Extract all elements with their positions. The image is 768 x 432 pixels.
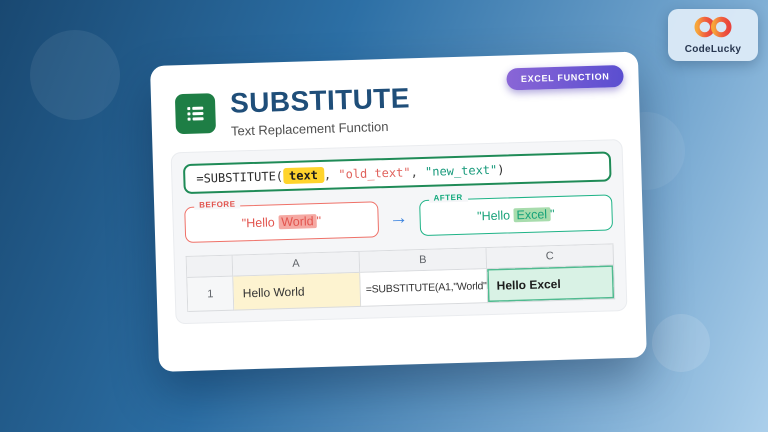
infinity-icon [692,16,734,42]
formula-arg-old-text: "old_text" [338,165,411,182]
formula-box: =SUBSTITUTE(text, "old_text", "new_text"… [182,151,612,195]
before-box: BEFORE "Hello World" [184,200,379,244]
list-icon [174,93,217,135]
function-card: EXCEL FUNCTION SUBSTITUTE Text Replaceme… [150,51,647,372]
card-header: SUBSTITUTE Text Replacement Function [174,76,616,140]
before-text-prefix: "Hello [241,215,279,231]
cell-c1: Hello Excel [487,265,616,304]
formula-separator: , [323,167,339,182]
before-text: "Hello World" [242,214,322,230]
decorative-circle [30,30,120,120]
after-label: AFTER [428,193,468,203]
cell-a1: Hello World [233,272,362,311]
corner-cell [186,255,234,278]
title-block: SUBSTITUTE Text Replacement Function [230,82,411,138]
formula-arg-text: text [282,166,325,185]
after-text-suffix: " [549,207,555,222]
before-text-suffix: " [316,213,322,229]
brand-card: CodeLucky [668,9,758,61]
after-text: "Hello Excel" [477,207,555,223]
page-title: SUBSTITUTE [229,82,411,119]
spreadsheet-table: A B C 1 Hello World =SUBSTITUTE(A1,"Worl… [185,243,616,313]
before-after-row: BEFORE "Hello World" → AFTER "Hello Exce… [184,193,614,244]
cell-b1: =SUBSTITUTE(A1,"World"," [360,269,489,307]
after-text-prefix: "Hello [476,208,514,224]
after-box: AFTER "Hello Excel" [418,193,614,237]
formula-suffix: ) [497,162,505,177]
row-header: 1 [187,276,235,312]
formula-arg-new-text: "new_text" [424,162,498,179]
excel-function-badge: EXCEL FUNCTION [506,64,624,91]
brand-name: CodeLucky [684,44,742,55]
before-label: BEFORE [194,200,241,210]
after-highlight: Excel [513,207,551,223]
arrow-icon: → [388,207,409,229]
decorative-circle [652,314,710,372]
page-subtitle: Text Replacement Function [230,118,389,139]
content-panel: =SUBSTITUTE(text, "old_text", "new_text"… [170,139,628,325]
before-highlight: World [278,214,317,230]
formula-prefix: =SUBSTITUTE( [196,169,284,186]
formula-separator: , [410,164,426,180]
